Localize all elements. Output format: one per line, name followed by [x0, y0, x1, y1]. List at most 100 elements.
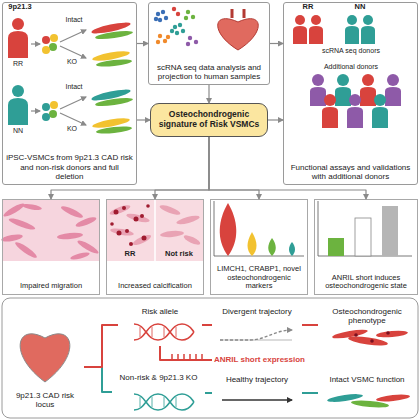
umap-scatter — [158, 34, 162, 38]
trajectory-arrow — [222, 399, 292, 401]
donor-figure — [8, 98, 28, 125]
umap-scatter — [175, 31, 179, 35]
dna-helix — [134, 324, 194, 340]
calcification-image — [110, 204, 150, 246]
connector — [268, 119, 283, 120]
text-label: Intact — [58, 16, 90, 24]
text-label: KO — [58, 125, 86, 133]
ipsc-cells — [42, 46, 50, 54]
process-box: Functional assays and validations with a… — [283, 2, 418, 185]
heart-icon — [218, 9, 259, 50]
node-text: Increased calcification — [110, 282, 200, 291]
vsmc-cell — [327, 328, 410, 409]
process-arrow — [31, 30, 86, 125]
umap-scatter — [186, 42, 190, 46]
calcification-image — [142, 236, 147, 241]
bar-chart — [328, 238, 344, 256]
trajectory-node: Divergent trajectory — [212, 304, 302, 346]
umap-scatter — [154, 7, 198, 46]
vsmc-cell — [354, 333, 358, 337]
process-arrow — [60, 113, 86, 125]
dna-helix — [134, 394, 194, 410]
calcification-image — [176, 214, 201, 226]
dna-helix — [140, 397, 176, 407]
umap-scatter — [170, 29, 174, 33]
dna-helix — [140, 327, 176, 337]
node-text: Risk allele — [121, 307, 199, 316]
node-text: Functional assays and validations with a… — [287, 163, 414, 181]
donor-figure — [12, 85, 24, 97]
vsmc-cell — [96, 58, 132, 68]
ipsc-cells — [42, 34, 58, 121]
donor-figure — [324, 94, 336, 106]
text-label: Not risk — [157, 250, 201, 258]
migration-image — [14, 240, 39, 260]
donor-figure — [347, 15, 357, 25]
vsmc-cell — [95, 96, 133, 107]
ipsc-cells — [50, 101, 58, 109]
process-box: iPSC-VSMCs from 9p21.3 CAD risk and non-… — [2, 2, 137, 185]
umap-scatter — [166, 35, 170, 39]
connector — [137, 43, 148, 44]
donor-figure — [8, 31, 28, 58]
result-panel: ANRIL short induces osteochondrogenic st… — [314, 199, 418, 295]
connector — [302, 392, 318, 394]
trajectory-arrow — [220, 330, 292, 340]
node-text: iPSC-VSMCs from 9p21.3 CAD risk and non-… — [6, 153, 133, 181]
umap-scatter — [154, 17, 158, 21]
connector — [209, 137, 259, 199]
calcification-image — [110, 222, 114, 226]
summary-frame — [2, 298, 418, 418]
calcification-image — [154, 200, 156, 261]
umap-scatter — [181, 29, 185, 33]
donor-figure — [363, 15, 373, 25]
transcript-node: ANRIL short expression — [212, 352, 330, 368]
migration-image — [60, 204, 84, 220]
donor-figure — [309, 26, 323, 44]
donor-figure — [322, 107, 338, 128]
donor-figure — [345, 26, 359, 44]
connector — [51, 137, 209, 199]
umap-scatter — [163, 39, 167, 43]
node-text: 9p21.3 CAD risk locus — [9, 391, 81, 409]
donor-figure — [293, 26, 307, 44]
calcification-image — [146, 204, 150, 208]
calcification-image — [140, 214, 144, 218]
node-text: LIMCH1, CRABP1, novel osteochondrogenic … — [214, 265, 304, 291]
migration-image — [22, 203, 43, 211]
connector — [205, 392, 212, 394]
trajectory-node: Healthy trajectory — [212, 372, 302, 414]
process-box: scRNA seq data analysis and projection t… — [148, 2, 270, 85]
donor-figure — [347, 107, 363, 128]
calcification-image — [114, 210, 119, 215]
umap-scatter — [184, 16, 188, 20]
violin-plot — [220, 203, 237, 256]
migration-image — [1, 201, 100, 261]
vsmc-cell — [91, 20, 134, 134]
migration-image — [3, 200, 99, 261]
migration-image — [2, 201, 26, 218]
node-text: ANRIL short expression — [214, 355, 328, 364]
migration-image — [57, 232, 83, 240]
violin-plot — [289, 242, 295, 256]
process-arrow — [60, 97, 86, 109]
vsmc-cell — [386, 331, 390, 335]
connector — [137, 119, 150, 120]
genotype-node: Risk allele — [118, 304, 202, 346]
donor-figure — [293, 15, 401, 128]
donor-figure — [362, 74, 374, 86]
umap-scatter — [194, 40, 198, 44]
process-arrow — [31, 110, 40, 111]
outcome-node: Osteochondrogenic phenotype — [318, 304, 416, 350]
migration-image — [1, 233, 24, 243]
text-label: NN — [342, 3, 378, 11]
calcification-image — [134, 217, 139, 222]
vsmc-cell — [376, 330, 408, 339]
donor-figure — [361, 26, 375, 44]
calcification-image — [125, 229, 129, 233]
donor-figure — [372, 107, 388, 128]
result-panel: Increased calcification — [106, 199, 204, 295]
umap-scatter — [191, 15, 195, 19]
donor-figure — [312, 74, 324, 86]
